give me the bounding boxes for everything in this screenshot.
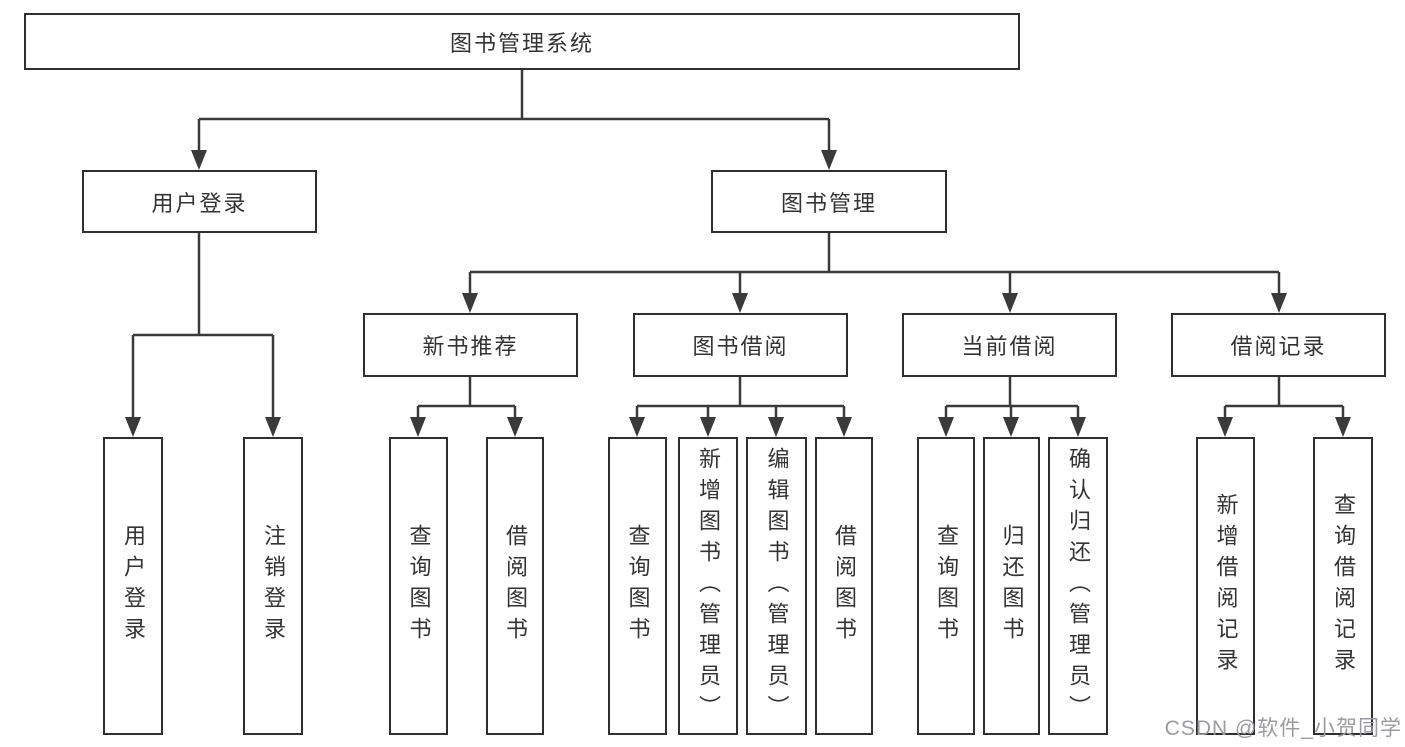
node-borrowing-records: 借阅记录 (1171, 313, 1386, 377)
node-book-management: 图书管理 (711, 170, 947, 233)
node-label: 新书推荐 (422, 334, 519, 359)
node-new-book-recommendation: 新书推荐 (363, 313, 578, 377)
leaf-add-books-admin: 新增图书（管理员） (678, 437, 738, 735)
node-label: 用户登录 (151, 190, 248, 216)
node-label: 注销登录 (261, 524, 286, 648)
node-label: 查询借阅记录 (1331, 493, 1356, 679)
leaf-query-books-current: 查询图书 (917, 437, 975, 735)
node-label: 查询图书 (625, 524, 651, 648)
node-user-login: 用户登录 (82, 170, 317, 233)
leaf-edit-books-admin: 编辑图书（管理员） (746, 437, 807, 735)
arrowheads (125, 150, 1351, 437)
leaf-user-login: 用户登录 (103, 437, 163, 735)
node-label: 编辑图书（管理员） (764, 446, 790, 726)
node-label: 借阅记录 (1230, 334, 1327, 359)
node-current-borrowing: 当前借阅 (902, 313, 1117, 377)
node-label: 查询图书 (934, 524, 959, 648)
leaf-return-books: 归还图书 (983, 437, 1040, 735)
leaf-confirm-return-admin: 确认归还（管理员） (1048, 437, 1108, 735)
leaf-borrow-books-recommend: 借阅图书 (486, 437, 544, 735)
node-library-management-system: 图书管理系统 (24, 13, 1020, 70)
node-label: 图书管理 (780, 190, 877, 216)
node-label: 图书借阅 (692, 334, 789, 359)
leaf-query-borrow-record: 查询借阅记录 (1313, 437, 1373, 735)
leaf-query-books-borrow: 查询图书 (608, 437, 667, 735)
node-label: 新增借阅记录 (1213, 493, 1239, 679)
node-label: 图书管理系统 (449, 30, 594, 56)
node-label: 归还图书 (999, 524, 1025, 648)
node-label: 新增图书（管理员） (696, 446, 721, 726)
leaf-add-borrow-record: 新增借阅记录 (1196, 437, 1255, 735)
node-label: 当前借阅 (961, 334, 1058, 359)
node-label: 借阅图书 (832, 524, 857, 648)
csdn-watermark: CSDN @软件_小贺同学 (1164, 717, 1402, 740)
node-label: 确认归还（管理员） (1066, 446, 1091, 726)
leaf-borrow-books: 借阅图书 (815, 437, 873, 735)
leaf-logout: 注销登录 (243, 437, 303, 735)
node-label: 用户登录 (121, 524, 146, 648)
node-label: 查询图书 (406, 524, 432, 648)
node-label: 借阅图书 (503, 524, 528, 648)
leaf-query-books-recommend: 查询图书 (389, 437, 448, 735)
node-book-borrowing: 图书借阅 (633, 313, 848, 377)
